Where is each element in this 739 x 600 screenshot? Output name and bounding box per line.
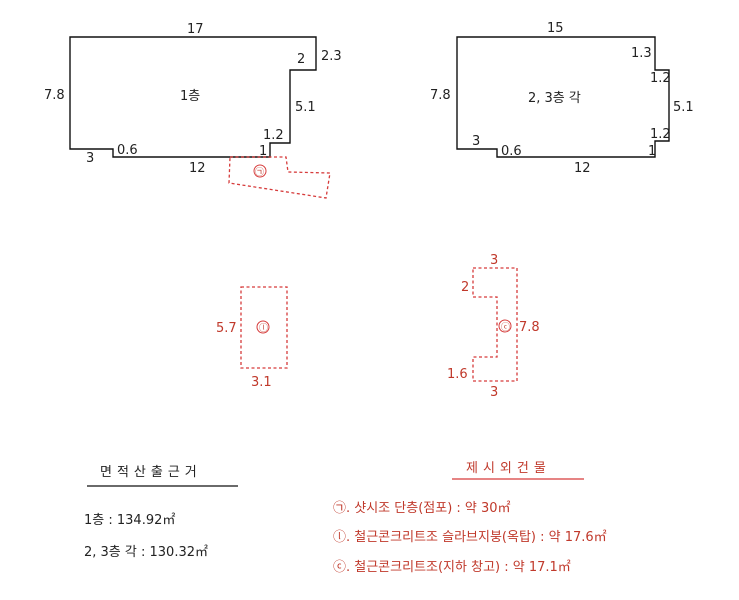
floor23-plan: 2, 3층 각 15 7.8 1.3 1.2 5.1 1.2 1 3 0.6 1… xyxy=(430,21,694,176)
floor23-dim-right-upper-step: 1.2 xyxy=(650,71,671,86)
annex-c-dim-lower-left: 1.6 xyxy=(447,367,468,382)
excluded-row-b: ⓛ. 철근콘크리트조 슬라브지붕(옥탑) : 약 17.6㎡ xyxy=(333,530,607,545)
annex-c-marker xyxy=(498,319,512,333)
excluded-row-a: ㉠. 샷시조 단층(점포) : 약 30㎡ xyxy=(333,501,511,516)
floor1-dim-bottom-left: 3 xyxy=(86,151,94,166)
floor1-outline xyxy=(69,36,317,158)
floor23-dim-right-mid: 5.1 xyxy=(673,100,694,115)
floor1-plan: 1층 17 7.8 2 2.3 5.1 1.2 1 3 0.6 12 xyxy=(44,22,342,176)
annex-c-dim-bottom: 3 xyxy=(490,385,498,400)
floor1-dim-right-step: 1.2 xyxy=(263,128,284,143)
floor23-dim-bottom: 12 xyxy=(574,161,591,176)
annex-c-outline xyxy=(472,267,518,382)
floor1-dim-right-mid: 5.1 xyxy=(295,100,316,115)
floor23-dim-right-lower-step: 1.2 xyxy=(650,127,671,142)
annex-a-marker xyxy=(253,164,267,178)
annex-c-dim-right: 7.8 xyxy=(519,320,540,335)
annex-b: ⓛ 5.7 3.1 xyxy=(216,286,288,390)
area-basis-row-floor1: 1층 : 134.92㎡ xyxy=(84,513,176,528)
floor23-dim-right-top: 1.3 xyxy=(631,46,652,61)
excluded-row-c: ⓒ. 철근콘크리트조(지하 창고) : 약 17.1㎡ xyxy=(333,560,571,575)
floor1-dim-right-bottom: 1 xyxy=(259,144,267,159)
floor23-dim-right-bottom: 1 xyxy=(648,144,656,159)
floor23-label: 2, 3층 각 xyxy=(528,91,581,106)
floor1-dim-top: 17 xyxy=(187,22,204,37)
annex-c-dim-upper-left: 2 xyxy=(461,280,469,295)
annex-b-dim-width: 3.1 xyxy=(251,375,272,390)
area-basis-row-floor23: 2, 3층 각 : 130.32㎡ xyxy=(84,545,208,560)
annex-a: ㉠ xyxy=(228,156,331,199)
annex-b-outline xyxy=(240,286,288,369)
floor1-label: 1층 xyxy=(180,89,200,104)
floor23-dim-top: 15 xyxy=(547,21,564,36)
floor23-outline xyxy=(456,36,670,158)
floor23-dim-bottom-left: 3 xyxy=(472,134,480,149)
excluded-title: 제시외건물 xyxy=(466,461,551,476)
annex-b-symbol: ⓛ xyxy=(259,323,268,334)
annex-c: ⓒ 3 2 7.8 1.6 3 xyxy=(447,253,540,400)
annex-a-symbol: ㉠ xyxy=(255,167,264,178)
floor1-dim-right-top-outer: 2.3 xyxy=(321,49,342,64)
floor23-dim-bottom-step: 0.6 xyxy=(501,144,522,159)
annex-b-dim-height: 5.7 xyxy=(216,321,237,336)
annex-b-marker xyxy=(256,320,270,334)
area-basis-title: 면적산출근거 xyxy=(100,465,202,480)
floor1-dim-bottom-step: 0.6 xyxy=(117,143,138,158)
floor23-dim-left: 7.8 xyxy=(430,88,451,103)
annex-c-dim-top: 3 xyxy=(490,253,498,268)
floor1-dim-right-top: 2 xyxy=(297,52,305,67)
annex-c-symbol: ⓒ xyxy=(501,322,510,333)
floor1-dim-bottom: 12 xyxy=(189,161,206,176)
annex-a-outline xyxy=(228,156,331,199)
floor1-dim-left: 7.8 xyxy=(44,88,65,103)
